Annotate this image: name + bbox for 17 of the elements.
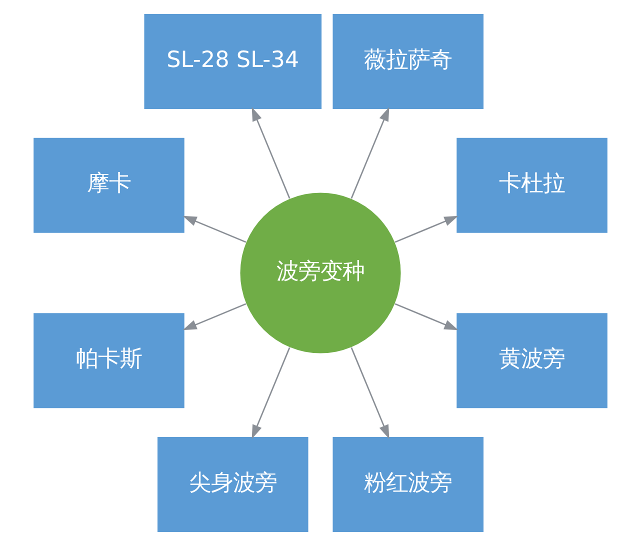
arrow [350, 107, 389, 199]
node-box: 摩卡 [33, 138, 184, 233]
node-box: 薇拉萨奇 [332, 14, 483, 109]
arrow [251, 347, 290, 439]
arrow [394, 303, 458, 330]
node-box: 帕卡斯 [33, 313, 184, 408]
arrow [182, 303, 246, 330]
node-box: 卡杜拉 [456, 138, 607, 233]
node-circle: 波旁变种 [240, 192, 400, 354]
arrow [394, 216, 458, 243]
arrow [251, 107, 290, 199]
node-box: SL-28 SL-34 [144, 14, 322, 109]
arrow [350, 347, 389, 439]
node-box: 黄波旁 [456, 313, 607, 408]
node-box: 粉红波旁 [332, 437, 483, 532]
arrow [182, 216, 246, 243]
node-box: 尖身波旁 [157, 437, 308, 532]
